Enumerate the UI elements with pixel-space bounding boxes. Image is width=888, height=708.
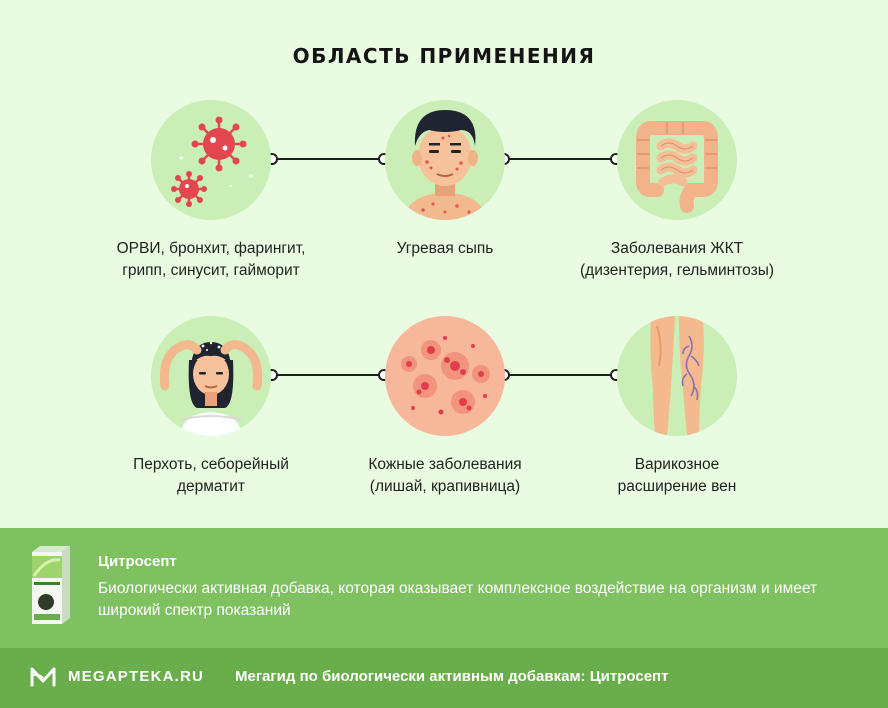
product-description: Биологически активная добавка, которая о… — [98, 580, 818, 619]
acne-face-icon — [385, 100, 505, 220]
page-title: ОБЛАСТЬ ПРИМЕНЕНИЯ — [292, 44, 596, 68]
megapteka-logo-icon — [30, 665, 56, 687]
varicose-legs-icon — [617, 316, 737, 436]
virus-icon — [151, 100, 271, 220]
brand-name[interactable]: MEGAPTEKA.RU — [68, 668, 205, 685]
rash-skin-icon — [385, 316, 505, 436]
product-name: Цитросепт — [98, 553, 177, 570]
connector-line — [272, 158, 384, 160]
intestine-icon — [617, 100, 737, 220]
product-band — [0, 528, 888, 648]
footer — [0, 648, 888, 708]
connector-line — [504, 158, 616, 160]
connector-line — [504, 374, 616, 376]
footer-caption: Мегагид по биологически активным добавка… — [235, 668, 669, 685]
connector-line — [272, 374, 384, 376]
caption-acne: Угревая сыпь — [396, 240, 494, 257]
caption-respiratory: ОРВИ, бронхит, фарингит,грипп, синусит, … — [116, 240, 306, 279]
product-package — [28, 546, 72, 626]
dandruff-woman-icon — [151, 316, 271, 436]
caption-gastro: Заболевания ЖКТ(дизентерия, гельминтозы) — [580, 240, 774, 279]
caption-skin: Кожные заболевания(лишай, крапивница) — [368, 456, 522, 495]
